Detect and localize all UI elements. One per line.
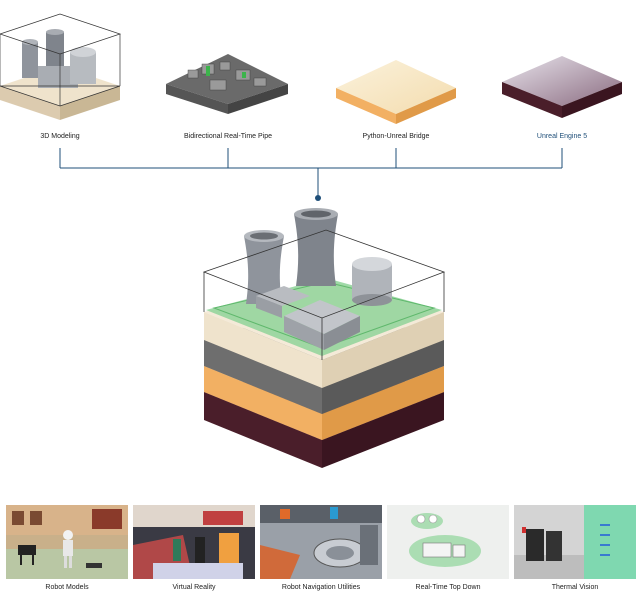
top-block-3d-modeling [0, 13, 122, 120]
label-python-unreal-bridge: Python-Unreal Bridge [362, 133, 430, 140]
thumb-thermal-vision [514, 505, 636, 579]
central-stack [202, 208, 446, 468]
label-robot-models: Robot Models [45, 584, 89, 591]
label-realtime-pipe: Bidirectional Real-Time Pipe [183, 133, 273, 140]
connector-node [315, 195, 321, 201]
thumb-robot-navigation [260, 505, 382, 579]
thumb-top-down [387, 505, 509, 579]
label-thermal-vision: Thermal Vision [551, 584, 599, 591]
label-robot-navigation: Robot Navigation Utilities [281, 584, 361, 591]
label-top-down: Real-Time Top Down [415, 584, 481, 591]
top-block-unreal-engine [502, 56, 622, 118]
top-block-python-unreal-bridge [336, 60, 456, 124]
connector-lines [59, 148, 563, 198]
thumb-virtual-reality [133, 505, 255, 579]
thumb-robot-models [6, 505, 128, 579]
label-unreal-engine: Unreal Engine 5 [536, 133, 588, 140]
top-block-realtime-pipe [166, 54, 288, 114]
label-virtual-reality: Virtual Reality [172, 584, 216, 591]
label-3d-modeling: 3D Modeling [40, 133, 80, 140]
